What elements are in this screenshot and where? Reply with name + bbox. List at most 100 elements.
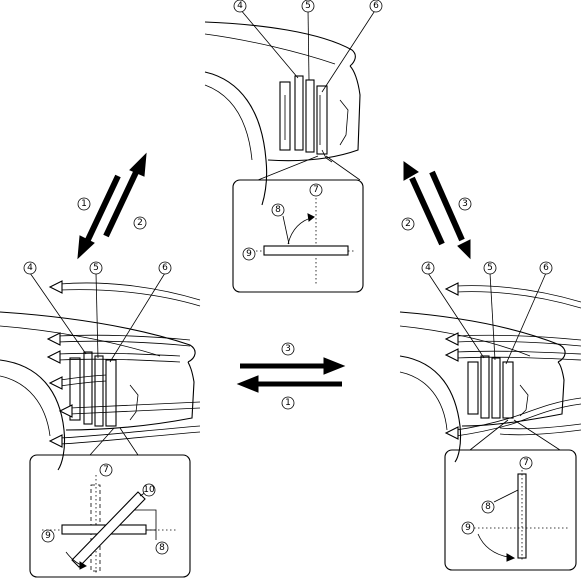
left-detail-callout-7-text: 7	[103, 465, 109, 475]
top-detail-callout-9	[242, 247, 256, 261]
arrow-up-right-head	[129, 152, 147, 177]
right-fin-4	[480, 355, 490, 419]
right-callout-6-text: 6	[543, 263, 549, 273]
left-flow-2b	[57, 340, 191, 347]
top-leader-5	[307, 8, 310, 81]
left-fin-5	[94, 355, 104, 427]
right-view: 4 5 6 7 8 9	[399, 261, 581, 571]
callout-step-1-mid-text: 1	[285, 398, 291, 408]
right-bumper	[461, 361, 565, 427]
arrow-top-left-pair: 1 2	[77, 152, 147, 260]
top-fin-detail	[284, 95, 321, 145]
top-wheel-inner	[204, 84, 253, 161]
right-flow-5b	[499, 429, 581, 436]
left-flow-3b	[57, 358, 181, 363]
arrow-up-left-head	[403, 161, 419, 181]
left-callout-5-text: 5	[93, 263, 99, 273]
left-leader-6	[109, 272, 166, 363]
arrow-right-head	[323, 357, 346, 375]
arrow-down-left-shaft	[83, 174, 121, 246]
top-bumper-detail	[339, 99, 349, 146]
top-callout-6-text: 6	[373, 1, 379, 11]
right-wheel-inner	[399, 371, 448, 431]
right-leader-6	[505, 272, 547, 365]
right-fin-5	[491, 357, 501, 419]
callout-step-2-left	[133, 216, 147, 230]
right-zoom-line-right	[513, 419, 561, 451]
left-bumper	[65, 361, 195, 431]
callout-step-3-mid	[281, 342, 295, 356]
left-callout-4-text: 4	[27, 263, 33, 273]
top-callout-4-text: 4	[237, 1, 243, 11]
right-callout-5-text: 5	[487, 263, 493, 273]
left-flow-5b	[69, 407, 201, 415]
top-callout-4	[233, 0, 247, 13]
top-detail-angle-arrowhead	[307, 213, 315, 222]
callout-step-2-right	[401, 217, 415, 231]
left-flow-6b	[59, 431, 201, 445]
top-fin-6	[316, 85, 328, 155]
top-fin-4	[294, 75, 304, 151]
arrow-middle-pair: 3 1	[236, 342, 346, 410]
right-flow-4	[455, 397, 581, 431]
left-flow-2-head	[46, 332, 61, 346]
top-detail-fin	[263, 245, 349, 256]
right-callout-5	[483, 261, 497, 275]
right-flow-4-head	[444, 426, 459, 440]
left-flow-2	[57, 334, 191, 341]
callout-step-2-right-text: 2	[405, 219, 411, 229]
right-detail-box	[444, 449, 577, 571]
left-detail-callout-7	[99, 463, 113, 477]
top-zoom-line-left	[257, 155, 319, 181]
right-flow-5	[499, 423, 581, 430]
right-callout-4	[421, 261, 435, 275]
top-zoom-line-right	[325, 155, 361, 181]
top-detail-callout-8	[271, 203, 285, 217]
right-flow-2b	[455, 340, 581, 347]
arrow-up-right-shaft	[103, 166, 141, 238]
left-flow-3	[57, 352, 181, 357]
arrow-top-right-pair: 2 3	[401, 161, 472, 260]
top-leader-4	[239, 8, 299, 79]
right-wheel-arch	[399, 355, 462, 463]
left-zoom-line-left	[89, 427, 115, 456]
top-hood-line	[204, 21, 356, 67]
right-flow-1-head	[444, 282, 459, 296]
left-wheel-inner	[0, 375, 51, 437]
right-detail-callout-8	[481, 500, 495, 514]
right-leader-4	[427, 272, 485, 359]
left-detail-callout-9-text: 9	[45, 531, 51, 541]
left-fin-4	[83, 351, 93, 425]
left-detail-callout-10	[142, 483, 156, 497]
left-flow-4	[59, 374, 107, 381]
callout-step-3-mid-text: 3	[285, 344, 291, 354]
left-hood-line	[0, 311, 196, 363]
top-wheel-arch	[204, 71, 268, 206]
left-flow-3-head	[46, 350, 61, 364]
right-flow-3b	[455, 356, 581, 361]
callout-step-3-right-text: 3	[462, 199, 468, 209]
right-bumper-detail	[519, 384, 529, 417]
right-flow-1b	[455, 291, 581, 309]
left-airflow	[46, 280, 201, 448]
right-detail-callout-9	[461, 521, 475, 535]
left-leader-4	[29, 272, 87, 355]
left-flow-6-head	[48, 434, 63, 448]
callout-step-1-mid	[281, 396, 295, 410]
left-leader-5	[95, 272, 99, 359]
left-flow-5	[69, 401, 201, 409]
top-detail-angle-arc	[287, 216, 315, 245]
left-callout-6	[158, 261, 172, 275]
top-detail-leader-8	[282, 215, 290, 245]
right-fin-4-part	[467, 361, 479, 415]
left-flow-5-head	[58, 404, 73, 418]
arrow-down-left-head	[77, 235, 95, 260]
right-detail-angle-arrowhead	[506, 553, 516, 562]
left-callout-4	[23, 261, 37, 275]
left-hood-crease	[0, 325, 161, 357]
left-detail-callout-10-text: 10	[143, 485, 155, 495]
top-fin-5	[305, 79, 315, 153]
right-detail-leader-8	[493, 489, 519, 503]
right-hood-line	[399, 311, 566, 363]
top-leader-6	[321, 8, 377, 93]
